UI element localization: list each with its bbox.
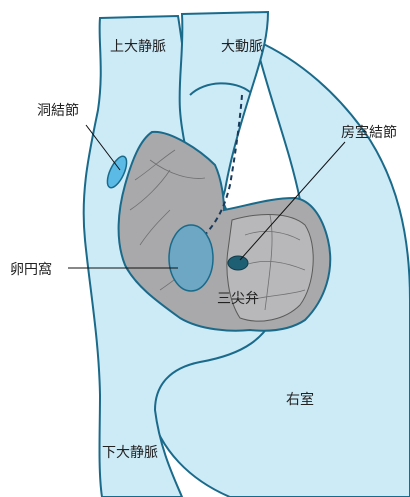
tricuspid-label: 三尖弁: [217, 291, 259, 307]
fossa-ovalis: [169, 225, 213, 291]
av-node: [228, 256, 248, 270]
aorta-label: 大動脈: [221, 39, 263, 55]
ivc-label: 下大静脈: [102, 445, 158, 461]
av-node-label: 房室結節: [341, 124, 397, 141]
sa-node-label: 洞結節: [37, 102, 79, 119]
svc-label: 上大静脈: [110, 39, 166, 55]
fossa-ovalis-label: 卵円窩: [10, 261, 52, 278]
right-ventricle-label: 右室: [286, 391, 314, 408]
